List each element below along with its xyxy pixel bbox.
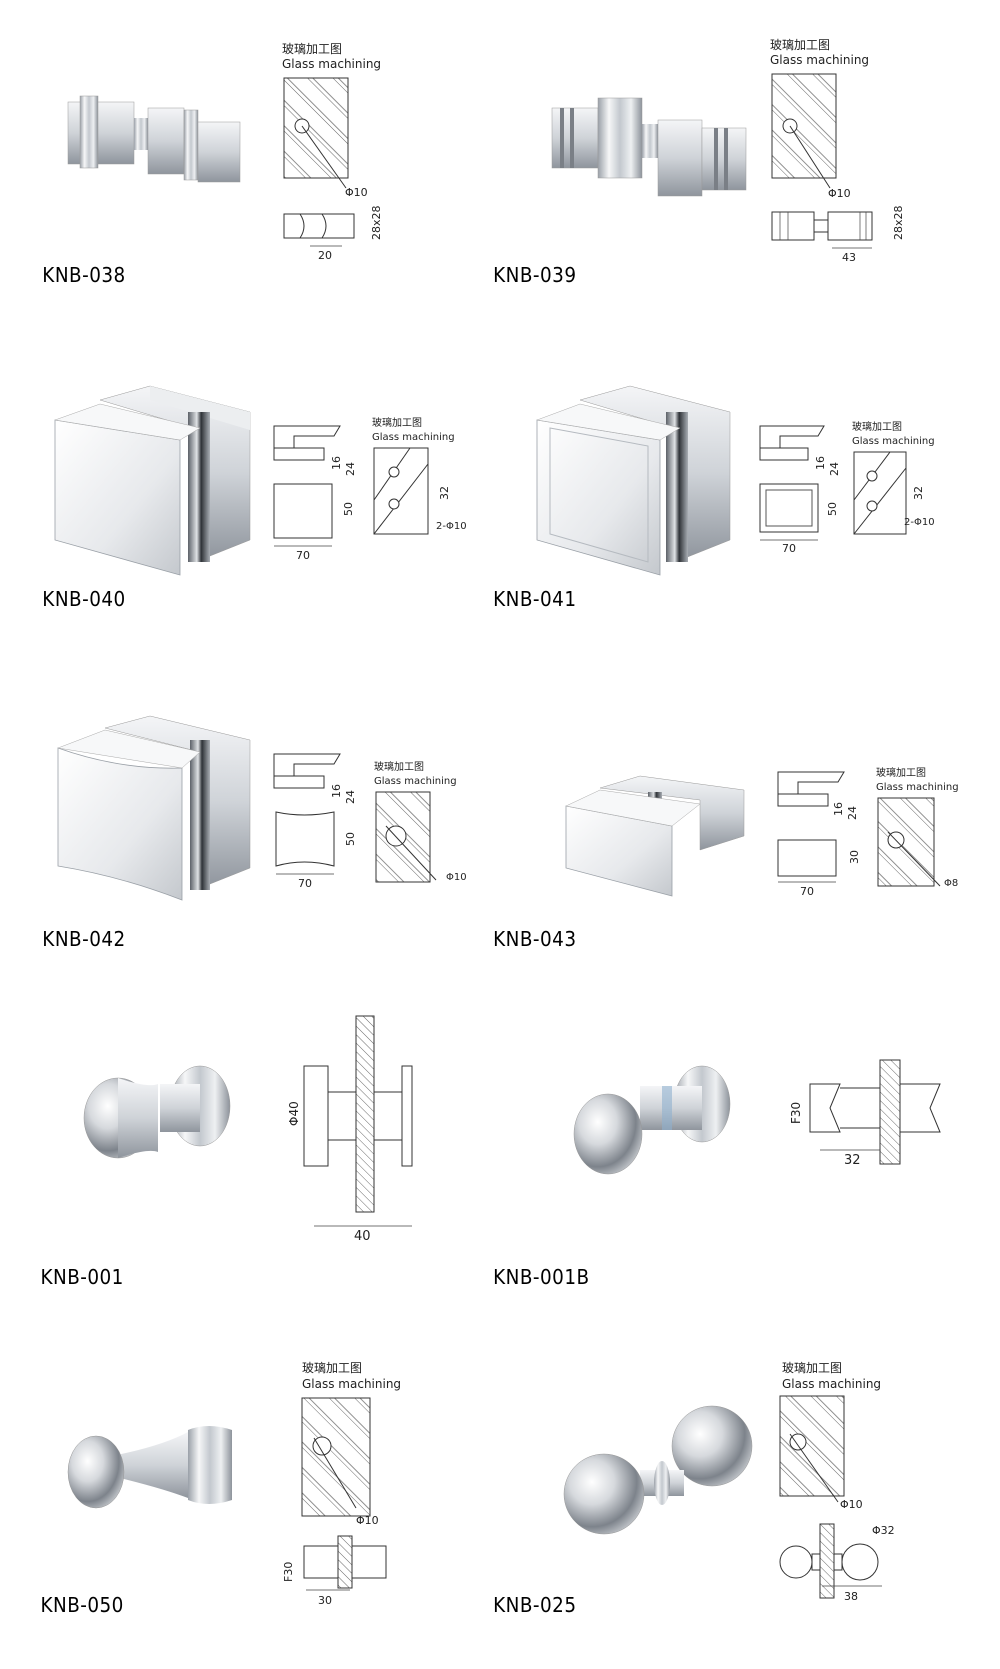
svg-text:2-Φ10: 2-Φ10: [904, 517, 935, 528]
knb-042-photo: [57, 715, 251, 901]
svg-text:24: 24: [828, 462, 841, 476]
product-code-knb-040: KNB-040: [42, 587, 125, 611]
svg-text:Glass machining: Glass machining: [876, 782, 959, 793]
svg-text:2-Φ10: 2-Φ10: [436, 521, 467, 532]
svg-text:30: 30: [848, 850, 861, 864]
svg-text:F30: F30: [789, 1102, 803, 1124]
svg-text:50: 50: [826, 502, 839, 516]
svg-text:16: 16: [814, 456, 827, 470]
knb-050-drawing: 玻璃加工图 Glass machining Φ10 30 F30: [282, 1361, 401, 1607]
knb-041-photo: [536, 385, 731, 576]
product-knb-001b: 32 F30 KNB-001B: [493, 1059, 941, 1289]
knb-038-hole: Φ10: [345, 186, 368, 199]
knb-043-drawing: 16 24 30 70 玻璃加工图 Glass machining Φ8: [777, 766, 959, 898]
svg-text:70: 70: [298, 877, 312, 890]
svg-text:玻璃加工图: 玻璃加工图: [372, 416, 422, 429]
product-code-knb-001b: KNB-001B: [493, 1265, 589, 1289]
glass-label-cn: 玻璃加工图: [282, 42, 342, 56]
product-knb-041: 16 24 50 70 玻璃加工图 Glass machining 32 2-Φ…: [493, 385, 935, 611]
knb-039-hole: Φ10: [828, 187, 851, 200]
svg-text:70: 70: [800, 885, 814, 898]
knb-038-size: 28x28: [370, 205, 383, 240]
product-knb-025: 玻璃加工图 Glass machining Φ10 38 Φ32 KNB-025: [493, 1361, 895, 1617]
product-code-knb-039: KNB-039: [493, 263, 576, 287]
product-code-knb-041: KNB-041: [493, 587, 576, 611]
svg-text:70: 70: [782, 542, 796, 555]
svg-text:16: 16: [330, 456, 343, 470]
knb-038-photo: [67, 95, 241, 183]
knb-040-photo: [54, 385, 251, 576]
product-code-knb-050: KNB-050: [40, 1593, 123, 1617]
product-code-knb-042: KNB-042: [42, 927, 125, 951]
knb-039-photo: [551, 97, 747, 197]
svg-text:Φ8: Φ8: [944, 878, 958, 889]
knb-001b-drawing: 32 F30: [789, 1059, 941, 1168]
svg-text:50: 50: [344, 832, 357, 846]
svg-text:Glass machining: Glass machining: [302, 1377, 401, 1391]
svg-text:玻璃加工图: 玻璃加工图: [770, 38, 830, 52]
glass-label-en: Glass machining: [282, 57, 381, 71]
knb-040-drawing: 16 24 50 70 玻璃加工图 Glass machining 32 2-Φ…: [273, 416, 467, 562]
knb-001-drawing: 40 Φ40: [287, 1015, 413, 1244]
svg-text:50: 50: [342, 502, 355, 516]
product-knb-040: 16 24 50 70 玻璃加工图 Glass machining 32 2-Φ…: [42, 385, 467, 611]
svg-text:16: 16: [832, 802, 845, 816]
product-knb-001: 40 Φ40 KNB-001: [40, 1015, 413, 1289]
svg-text:40: 40: [354, 1229, 371, 1244]
svg-text:Φ32: Φ32: [872, 1524, 895, 1537]
svg-text:玻璃加工图: 玻璃加工图: [302, 1361, 362, 1375]
knb-038-width: 20: [318, 249, 332, 262]
svg-text:玻璃加工图: 玻璃加工图: [852, 420, 902, 433]
knb-039-drawing: 玻璃加工图 Glass machining Φ10 43 28x28: [770, 38, 905, 264]
knb-038-drawing: 玻璃加工图 Glass machining Φ10 20 28x28: [282, 42, 383, 262]
product-code-knb-001: KNB-001: [40, 1265, 123, 1289]
svg-text:Φ10: Φ10: [446, 872, 467, 883]
knb-025-photo: [563, 1405, 753, 1535]
svg-text:24: 24: [344, 790, 357, 804]
svg-text:24: 24: [846, 806, 859, 820]
product-code-knb-043: KNB-043: [493, 927, 576, 951]
product-knb-050: 玻璃加工图 Glass machining Φ10 30 F30 KNB-050: [40, 1361, 401, 1617]
svg-text:玻璃加工图: 玻璃加工图: [782, 1361, 842, 1375]
knb-042-drawing: 16 24 50 70 玻璃加工图 Glass machining Φ10: [273, 753, 467, 890]
knb-025-drawing: 玻璃加工图 Glass machining Φ10 38 Φ32: [779, 1361, 895, 1603]
svg-text:32: 32: [438, 486, 451, 500]
svg-text:Φ40: Φ40: [287, 1101, 301, 1126]
svg-text:16: 16: [330, 784, 343, 798]
knb-043-photo: [565, 775, 745, 897]
knb-001-photo: [83, 1065, 231, 1159]
product-knb-042: 16 24 50 70 玻璃加工图 Glass machining Φ10 KN…: [42, 715, 467, 951]
product-knb-039: 玻璃加工图 Glass machining Φ10 43 28x28 KNB-0…: [493, 38, 905, 287]
svg-text:玻璃加工图: 玻璃加工图: [876, 766, 926, 779]
knb-039-size: 28x28: [892, 205, 905, 240]
knb-001b-photo: [573, 1065, 731, 1175]
product-code-knb-038: KNB-038: [42, 263, 125, 287]
knb-041-drawing: 16 24 50 70 玻璃加工图 Glass machining 32 2-Φ…: [759, 420, 935, 555]
svg-text:70: 70: [296, 549, 310, 562]
svg-text:Glass machining: Glass machining: [770, 53, 869, 67]
knb-039-width: 43: [842, 251, 856, 264]
svg-text:Glass machining: Glass machining: [782, 1377, 881, 1391]
svg-text:Φ10: Φ10: [840, 1498, 863, 1511]
svg-text:Φ10: Φ10: [356, 1514, 379, 1527]
svg-text:Glass machining: Glass machining: [374, 776, 457, 787]
product-knb-043: 16 24 30 70 玻璃加工图 Glass machining Φ8 KNB…: [493, 766, 958, 951]
svg-text:32: 32: [912, 486, 925, 500]
svg-text:Glass machining: Glass machining: [852, 436, 935, 447]
product-knb-038: 玻璃加工图 Glass machining Φ10 20 28x28 KNB-0…: [42, 42, 383, 287]
product-code-knb-025: KNB-025: [493, 1593, 576, 1617]
svg-text:24: 24: [344, 462, 357, 476]
svg-text:30: 30: [318, 1594, 332, 1607]
svg-text:玻璃加工图: 玻璃加工图: [374, 760, 424, 773]
svg-text:38: 38: [844, 1590, 858, 1603]
svg-text:Glass machining: Glass machining: [372, 432, 455, 443]
svg-text:F30: F30: [282, 1562, 295, 1582]
knb-050-photo: [67, 1426, 232, 1509]
svg-text:32: 32: [844, 1153, 861, 1168]
